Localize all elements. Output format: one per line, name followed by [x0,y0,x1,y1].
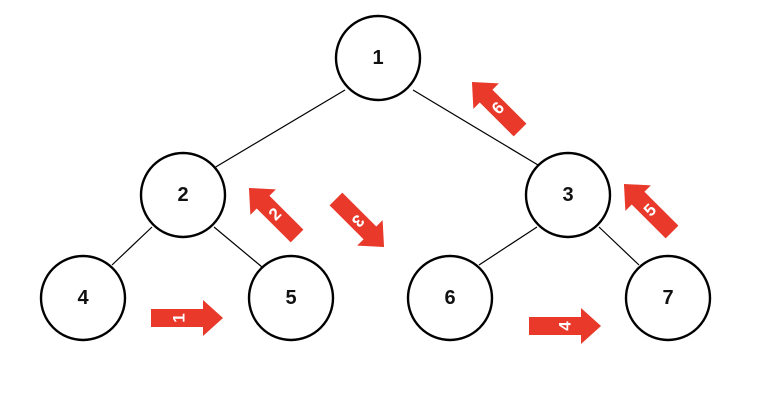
traversal-arrow-4: 4 [529,308,601,344]
node-7-label: 7 [662,287,673,309]
node-5-label: 5 [285,287,296,309]
arrow-5-icon [623,183,679,239]
node-7-circle [624,254,712,342]
traversal-arrow-2: 2 [248,187,304,243]
node-4-label: 4 [77,287,89,309]
edge-2-4 [111,226,153,266]
edge-2-5 [213,226,263,268]
arrow-6-icon [471,81,527,137]
tree-edges [111,89,640,268]
arrow-4-label: 4 [556,321,575,331]
node-3-circle [524,151,612,239]
node-1-circle [334,14,422,102]
tree-node-5: 5 [247,254,335,342]
node-2-circle [139,151,227,239]
tree-node-4: 4 [39,254,127,342]
arrow-1-icon [151,300,223,336]
tree-node-2: 2 [139,151,227,239]
traversal-arrow-3: 3 [329,192,385,248]
edge-3-6 [478,226,538,266]
tree-node-1: 1 [334,14,422,102]
node-4-circle [39,254,127,342]
traversal-arrow-5: 5 [623,183,679,239]
edge-1-2 [213,89,346,169]
node-6-label: 6 [444,287,455,309]
tree-node-3: 3 [524,151,612,239]
arrow-4-icon [529,308,601,344]
node-3-label: 3 [562,184,573,206]
edge-1-3 [412,89,539,166]
node-5-circle [247,254,335,342]
arrow-1-label: 1 [170,313,189,322]
tree-node-6: 6 [406,254,494,342]
node-2-label: 2 [177,184,188,206]
edge-3-7 [598,226,640,266]
node-1-label: 1 [372,47,383,69]
arrow-2-icon [248,187,304,243]
traversal-arrow-1: 1 [151,300,223,336]
arrow-3-icon [329,192,385,248]
tree-node-7: 7 [624,254,712,342]
node-6-circle [406,254,494,342]
traversal-arrow-6: 6 [471,81,527,137]
